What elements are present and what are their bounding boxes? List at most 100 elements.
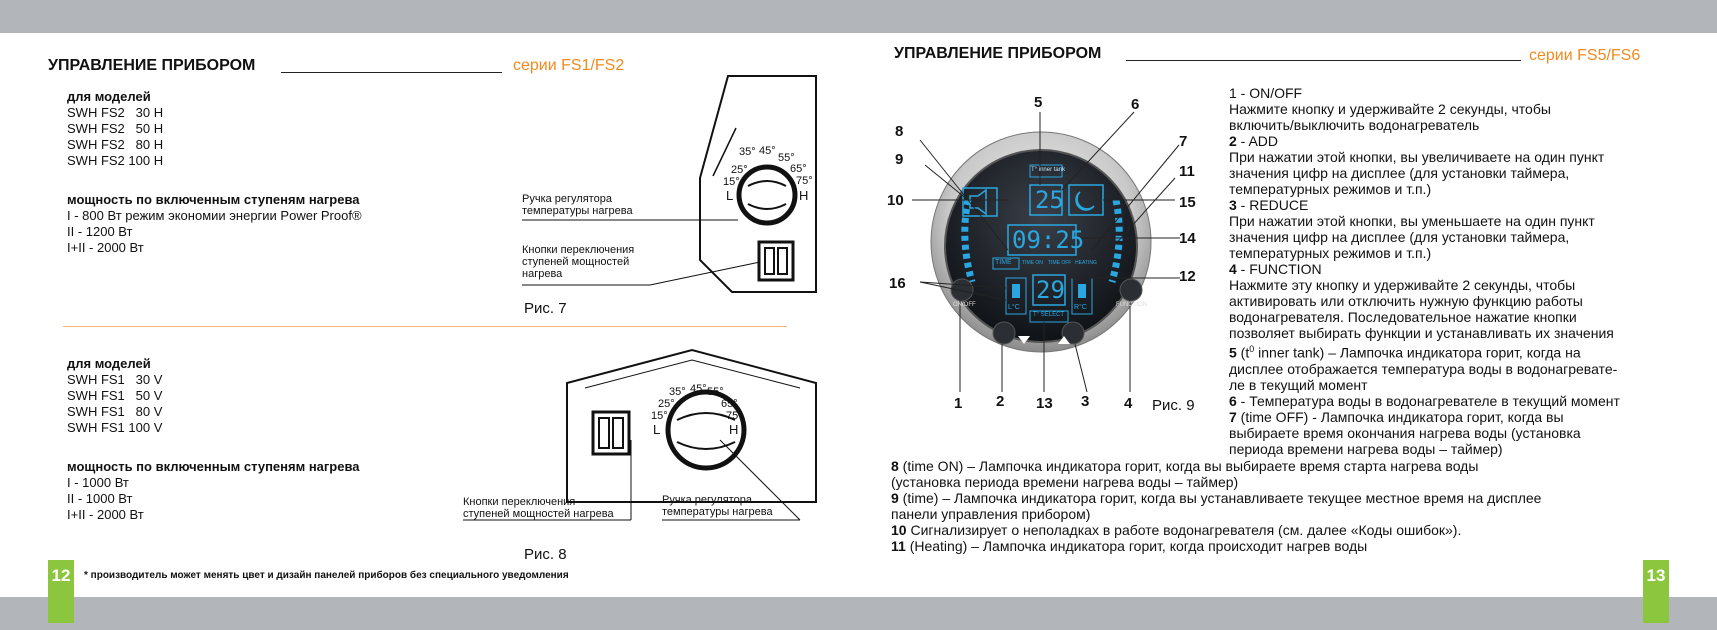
power-heading: мощность по включенным ступеням нагрева (67, 459, 360, 474)
superscript: 0 (1249, 344, 1255, 354)
callout-3: 3 (1081, 393, 1090, 410)
label-line: температуры нагрева (662, 506, 773, 518)
temp-mark: 45° (759, 145, 776, 157)
heating-tag: HEATING (1075, 260, 1097, 266)
callout-8: 8 (895, 123, 904, 140)
item-1-line: Нажмите кнопку и удерживайте 2 секунды, … (1229, 101, 1551, 117)
item-number: 2 (1229, 133, 1237, 149)
left-page-title: УПРАВЛЕНИЕ ПРИБОРОМ (48, 57, 256, 74)
bottom-band (0, 597, 1717, 630)
power-block-2: мощность по включенным ступеням нагрева … (67, 459, 360, 523)
item-2-line: температурных режимов и т.п.) (1229, 181, 1432, 197)
item-7-line: выбираете время окончания нагрева воды (… (1229, 424, 1581, 441)
select-temperature-readout: 29 (1036, 276, 1065, 304)
callout-13: 13 (1036, 395, 1053, 412)
item-text: (time) – Лампочка индикатора горит, когд… (898, 490, 1542, 506)
time-readout: 09:25 (1012, 226, 1085, 254)
item-text: Сигнализирует о неполадках в работе водо… (906, 522, 1462, 538)
models-block-2: для моделей SWH FS1 30 V SWH FS1 50 V SW… (67, 356, 162, 436)
item-8-line: (установка периода времени нагрева воды … (891, 474, 1239, 490)
item-number: 4 (1229, 261, 1237, 277)
item-5-line: ле в текущий момент (1229, 376, 1368, 393)
label-line: ступеней мощностей нагрева (463, 508, 614, 520)
page-number-right: 13 (1643, 560, 1669, 623)
callout-16: 16 (889, 275, 906, 292)
item-4-line: водонагревателя. Последовательное нажати… (1229, 309, 1577, 325)
right-title-rule (1126, 60, 1521, 61)
item-title: - FUNCTION (1236, 261, 1322, 277)
callout-6: 6 (1131, 96, 1140, 113)
top-band (0, 0, 1717, 33)
knob-label-1: Ручка регулятора температуры нагрева (522, 193, 633, 217)
item-9-line: панели управления прибором) (891, 506, 1091, 522)
item-5-line: дисплее отображается температура воды в … (1229, 360, 1618, 377)
item-number: 7 (1229, 408, 1237, 425)
temp-mark: 15° (723, 176, 740, 188)
time-on-tag: TIME ON (1022, 260, 1043, 266)
item-title: - ADD (1236, 133, 1279, 149)
temp-mark: 65° (721, 398, 738, 410)
temp-mark: 75° (796, 175, 813, 187)
item-3-line: значения цифр на дисплее (для установки … (1229, 229, 1570, 245)
model-item: SWH FS1 100 V (67, 420, 163, 435)
left-series-label: серии FS1/FS2 (513, 57, 625, 74)
models-heading: для моделей (67, 89, 151, 104)
callout-12: 12 (1179, 268, 1196, 285)
buttons-label-2: Кнопки переключения ступеней мощностей н… (463, 496, 614, 520)
item-3-line: При нажатии этой кнопки, вы уменьшаете н… (1229, 213, 1595, 229)
label-line: Ручка регулятора (662, 494, 752, 506)
left-tank-label: L°C (1008, 304, 1020, 311)
callout-15: 15 (1179, 194, 1196, 211)
item-text: (t (1236, 344, 1250, 361)
buttons-label-1: Кнопки переключения ступеней мощностей н… (522, 244, 634, 280)
callout-9: 9 (895, 151, 904, 168)
right-page-title: УПРАВЛЕНИЕ ПРИБОРОМ (894, 45, 1102, 62)
figure-8-caption: Рис. 8 (524, 546, 567, 563)
label-line: нагрева (522, 268, 563, 280)
inner-tank-label: T° inner tank (1031, 167, 1066, 173)
power-item: I+II - 2000 Вт (67, 240, 144, 255)
item-7: 7 (time OFF) - Лампочка индикатора горит… (1229, 409, 1669, 425)
item-1-line: включить/выключить водонагреватель (1229, 117, 1480, 133)
label-line: ступеней мощностей (522, 256, 630, 268)
label-line: температуры нагрева (522, 205, 633, 217)
callout-7: 7 (1179, 133, 1188, 150)
item-number: 11 (891, 538, 906, 554)
bottom-descriptions: 8 (time ON) – Лампочка индикатора горит,… (891, 458, 1651, 554)
section-divider (63, 326, 787, 327)
power-block-1: мощность по включенным ступеням нагрева … (67, 192, 362, 256)
model-item: SWH FS1 30 V (67, 372, 163, 387)
item-text: (time OFF) - Лампочка индикатора горит, … (1236, 408, 1564, 425)
callout-1: 1 (954, 395, 963, 412)
item-5-heading: 5 (t0 inner tank) – Лампочка индикатора … (1229, 341, 1669, 361)
item-number: 9 (891, 490, 899, 506)
knob-label-2: Ручка регулятора температуры нагрева (662, 494, 773, 518)
callout-4: 4 (1124, 395, 1133, 412)
item-7-line: периода времени нагрева воды – таймер) (1229, 440, 1503, 457)
knob-high-label: H (729, 422, 739, 437)
time-tag: TIME (995, 259, 1012, 266)
time-off-tag: TIME OFF (1048, 260, 1072, 266)
temp-mark: 65° (790, 163, 807, 175)
right-series-label: серии FS5/FS6 (1529, 47, 1641, 64)
temp-mark: 55° (778, 152, 795, 164)
model-item: SWH FS2 50 H (67, 121, 164, 136)
item-4-line: позволяет выбирать функции и устанавлива… (1229, 325, 1614, 341)
power-item: I+II - 2000 Вт (67, 507, 144, 522)
item-text: (time ON) – Лампочка индикатора горит, к… (898, 458, 1479, 474)
temp-mark: 25° (658, 398, 675, 410)
callout-14: 14 (1179, 230, 1196, 247)
temp-mark: 45° (690, 383, 707, 395)
power-item: II - 1000 Вт (67, 491, 133, 506)
item-number: 6 (1229, 392, 1237, 409)
model-item: SWH FS1 80 V (67, 404, 163, 419)
footnote: * производитель может менять цвет и диза… (84, 570, 569, 581)
temp-mark: 55° (707, 386, 724, 398)
item-2-line: значения цифр на дисплее (для установки … (1229, 165, 1570, 181)
select-label: T° SELECT (1033, 312, 1065, 318)
callout-11: 11 (1179, 163, 1195, 180)
temp-mark: 25° (731, 164, 748, 176)
item-4-heading: 4 - FUNCTION (1229, 261, 1669, 277)
